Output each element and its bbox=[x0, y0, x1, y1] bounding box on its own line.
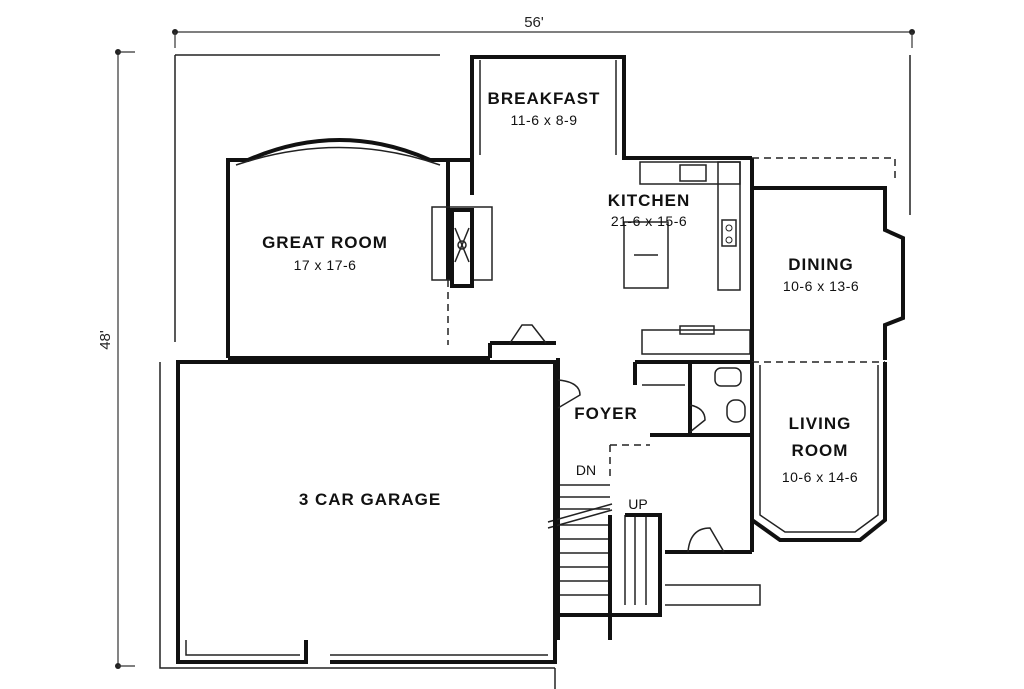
garage-label: 3 CAR GARAGE bbox=[299, 490, 441, 509]
kitchen-label: KITCHEN bbox=[608, 191, 691, 210]
dining-walls bbox=[750, 157, 905, 363]
width-dimension-label: 56' bbox=[524, 14, 544, 31]
dining-size: 10-6 x 13-6 bbox=[783, 278, 859, 294]
dimension-lines bbox=[115, 29, 915, 669]
breakfast-label: BREAKFAST bbox=[488, 89, 601, 108]
staircase bbox=[547, 435, 754, 640]
stairs-up-label: UP bbox=[628, 496, 647, 512]
foyer-walls bbox=[488, 324, 752, 640]
living-label-line1: LIVING bbox=[789, 414, 852, 433]
foyer-label: FOYER bbox=[574, 404, 638, 423]
fireplace bbox=[431, 206, 493, 288]
overhang-lines bbox=[159, 54, 911, 689]
dining-label: DINING bbox=[788, 255, 854, 274]
kitchen-size: 21-6 x 15-6 bbox=[611, 213, 687, 229]
breakfast-walls bbox=[470, 55, 626, 160]
great-room-label: GREAT ROOM bbox=[262, 233, 388, 252]
great-room-walls bbox=[226, 138, 474, 358]
breakfast-size: 11-6 x 8-9 bbox=[511, 112, 578, 128]
living-label-line2: ROOM bbox=[792, 441, 849, 460]
garage-walls bbox=[176, 356, 557, 664]
stairs-down-label: DN bbox=[576, 462, 596, 478]
living-size: 10-6 x 14-6 bbox=[782, 469, 858, 485]
kitchen-walls bbox=[623, 156, 754, 355]
great-room-size: 17 x 17-6 bbox=[294, 257, 357, 273]
depth-dimension-label: 48' bbox=[97, 330, 114, 350]
